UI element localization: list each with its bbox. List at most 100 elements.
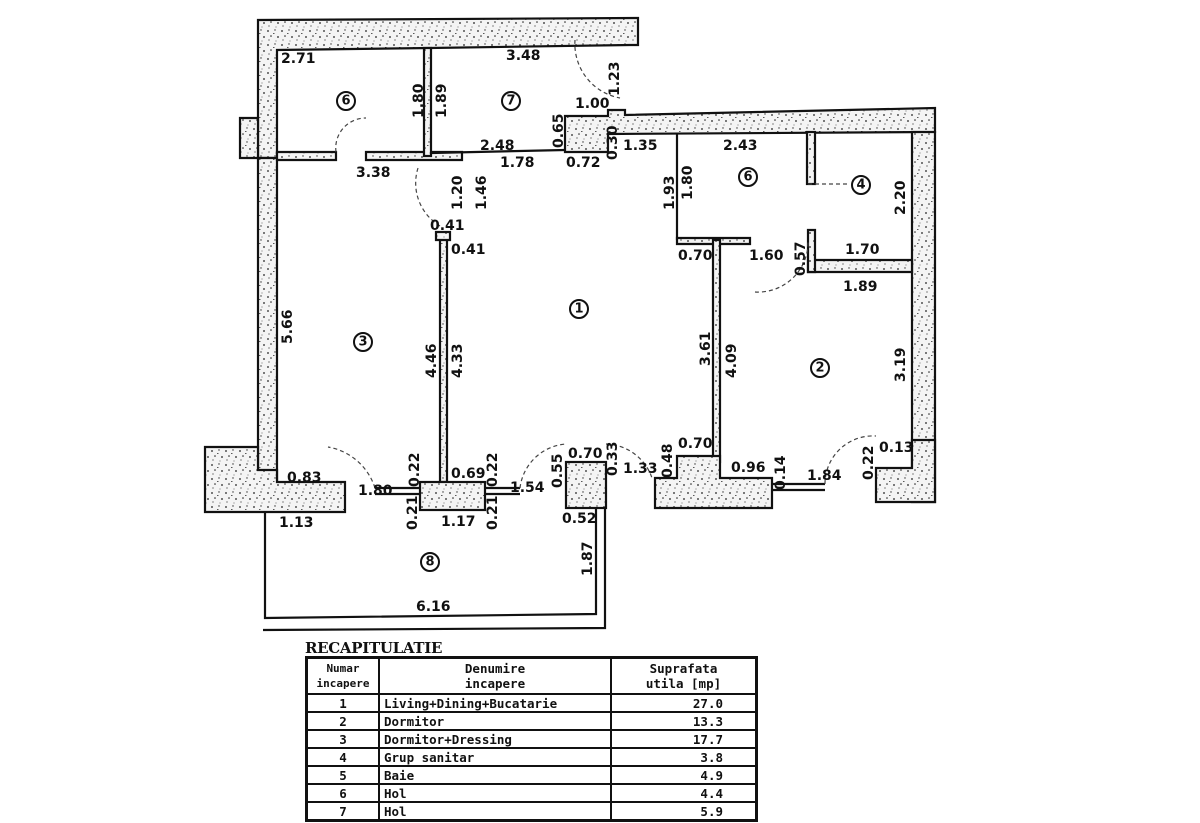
room-marker-3: 3 [353, 332, 373, 352]
dim-label: 0.83 [287, 470, 322, 486]
room-marker-6-top: 6 [336, 91, 356, 111]
dim-label: 0.22 [485, 452, 501, 487]
svg-text:7: 7 [506, 94, 515, 109]
room-number: 5 [305, 765, 380, 785]
dim-label: 1.87 [580, 541, 596, 576]
dim-label: 1.13 [279, 515, 314, 531]
room-area: 4.4 [610, 783, 758, 803]
dim-label: 4.33 [450, 343, 466, 378]
dim-label: 1.46 [474, 175, 490, 210]
room-area: 13.3 [610, 711, 758, 731]
room-area: 27.0 [610, 693, 758, 713]
dim-label: 3.19 [893, 347, 909, 382]
room-name: Grup sanitar [378, 747, 612, 767]
room-marker-1: 1 [569, 299, 589, 319]
dim-label: 0.30 [605, 125, 621, 160]
room-number: 2 [305, 711, 380, 731]
wall-partition-3-1 [438, 234, 449, 484]
room-name: Hol [378, 783, 612, 803]
dim-label: 1.00 [575, 96, 610, 112]
dim-label: 0.52 [562, 511, 597, 527]
wall-7-bottom [430, 148, 566, 155]
room-marker-8: 8 [420, 552, 440, 572]
dim-label: 1.54 [510, 480, 545, 496]
dim-label: 2.71 [281, 51, 316, 67]
svg-text:2: 2 [815, 361, 824, 376]
dim-label: 4.46 [424, 343, 440, 378]
door-swing-7 [574, 39, 621, 99]
room-name: Living+Dining+Bucatarie [378, 693, 612, 713]
dim-label: 0.41 [451, 242, 486, 258]
room-name: Dormitor [378, 711, 612, 731]
dim-label: 0.72 [566, 155, 601, 171]
wall-bottom-right-corner [874, 438, 937, 504]
dim-label: 1.84 [807, 468, 842, 484]
door-swing-3 [415, 167, 441, 227]
room-area: 3.8 [610, 747, 758, 767]
dim-label: 1.33 [623, 461, 658, 477]
wall-block-mid [563, 106, 937, 154]
wall-partition-6-4 [805, 130, 817, 186]
dim-label: 6.16 [416, 599, 451, 615]
door-swing-4 [754, 239, 809, 293]
dim-label: 0.41 [430, 218, 465, 234]
balcony-outer-line [262, 508, 607, 632]
dim-label: 1.89 [843, 279, 878, 295]
wall-pier-center [418, 480, 487, 512]
dim-label: 0.13 [879, 440, 914, 456]
dim-label: 0.69 [451, 466, 486, 482]
dim-label: 2.43 [723, 138, 758, 154]
svg-text:6: 6 [341, 94, 350, 109]
wall-bottom-right-block [653, 454, 774, 510]
dim-label: 3.61 [698, 331, 714, 366]
dim-label: 1.20 [450, 175, 466, 210]
wall-left [256, 156, 279, 484]
dim-label: 0.57 [793, 241, 809, 276]
wall-bottom-left-block [203, 445, 347, 514]
dim-label: 1.80 [411, 83, 427, 118]
wall-4-bottom [806, 258, 914, 274]
door-swing-1-balcony [519, 443, 567, 489]
room-number: 1 [305, 693, 380, 713]
svg-text:3: 3 [358, 335, 367, 350]
recap-title: RECAPITULATIE [305, 639, 443, 657]
room-area: 4.9 [610, 765, 758, 785]
floor-plan: 6 7 6 4 1 3 2 8 2.71 3.48 1.00 2.48 1.78… [203, 16, 937, 632]
room-number: 4 [305, 747, 380, 767]
dim-label: 1.35 [623, 138, 658, 154]
dim-label: 0.22 [407, 452, 423, 487]
dim-label: 0.55 [550, 453, 566, 488]
dim-label: 1.89 [434, 83, 450, 118]
dim-label: 5.66 [280, 309, 296, 344]
dim-label: 1.70 [845, 242, 880, 258]
room-name: Hol [378, 801, 612, 822]
dim-label: 2.48 [480, 138, 515, 154]
room-name: Dormitor+Dressing [378, 729, 612, 749]
dim-label: 0.96 [731, 460, 766, 476]
dim-label: 0.14 [773, 455, 789, 490]
dim-label: 0.65 [551, 113, 567, 148]
dim-label: 0.70 [678, 436, 713, 452]
door-swing-6 [335, 117, 367, 153]
room-marker-7: 7 [501, 91, 521, 111]
dim-label: 1.60 [749, 248, 784, 264]
balcony-outline [263, 508, 598, 620]
dim-label: 0.70 [568, 446, 603, 462]
window-left [375, 486, 420, 496]
dim-label: 1.17 [441, 514, 476, 530]
svg-text:1: 1 [574, 302, 583, 317]
svg-text:4: 4 [856, 178, 865, 193]
room-number: 3 [305, 729, 380, 749]
room-marker-6-right: 6 [738, 167, 758, 187]
window-center [485, 486, 520, 496]
